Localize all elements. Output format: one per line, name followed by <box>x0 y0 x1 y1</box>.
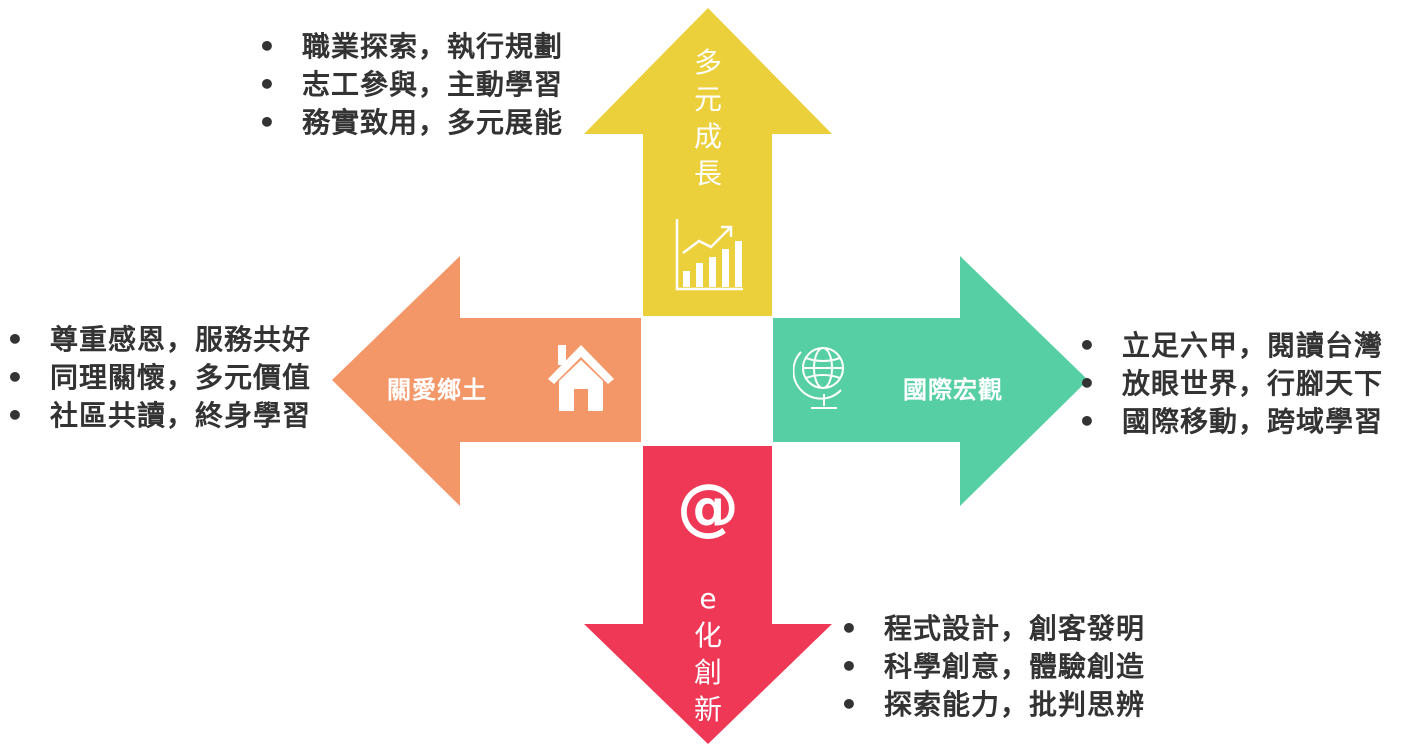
list-item: 職業探索，執行規劃 <box>258 28 563 66</box>
list-item: 志工參與，主動學習 <box>258 66 563 104</box>
list-item: 程式設計，創客發明 <box>840 610 1145 648</box>
list-item: 放眼世界，行腳天下 <box>1078 365 1383 403</box>
growth-label-char: 長 <box>693 157 722 190</box>
innovation-label: e 化 創 新 <box>690 580 726 728</box>
innovation-label-char: 化 <box>693 619 722 652</box>
community-label: 關愛鄉土 <box>387 376 487 404</box>
innovation-label-char: 創 <box>693 656 722 689</box>
international-bullet-list: 立足六甲，閱讀台灣 放眼世界，行腳天下 國際移動，跨域學習 <box>1078 327 1383 441</box>
arrow-left-community <box>332 256 641 506</box>
innovation-label-char: e <box>699 582 717 615</box>
list-item: 探索能力，批判思辨 <box>840 686 1145 724</box>
community-bullet-list: 尊重感恩，服務共好 同理關懷，多元價值 社區共讀，終身學習 <box>6 321 311 435</box>
list-item: 尊重感恩，服務共好 <box>6 321 311 359</box>
globe-icon <box>793 347 844 409</box>
growth-bullet-list: 職業探索，執行規劃 志工參與，主動學習 務實致用，多元展能 <box>258 28 563 142</box>
growth-chart-icon <box>675 219 743 291</box>
innovation-label-char: 新 <box>693 693 722 726</box>
at-sign-icon: @ <box>677 472 739 543</box>
arrow-right-international <box>773 256 1088 506</box>
house-icon <box>548 345 614 411</box>
list-item: 立足六甲，閱讀台灣 <box>1078 327 1383 365</box>
list-item: 科學創意，體驗創造 <box>840 648 1145 686</box>
growth-label: 多 元 成 長 <box>690 44 726 192</box>
list-item: 務實致用，多元展能 <box>258 104 563 142</box>
growth-label-char: 成 <box>693 120 722 153</box>
list-item: 國際移動，跨域學習 <box>1078 403 1383 441</box>
growth-label-char: 多 <box>693 46 722 79</box>
growth-label-char: 元 <box>693 83 722 116</box>
svg-text:@: @ <box>677 472 739 543</box>
innovation-bullet-list: 程式設計，創客發明 科學創意，體驗創造 探索能力，批判思辨 <box>840 610 1145 724</box>
arrow-up-growth <box>584 8 832 316</box>
international-label: 國際宏觀 <box>903 376 1003 404</box>
arrow-down-innovation <box>584 446 832 744</box>
list-item: 社區共讀，終身學習 <box>6 397 311 435</box>
list-item: 同理關懷，多元價值 <box>6 359 311 397</box>
